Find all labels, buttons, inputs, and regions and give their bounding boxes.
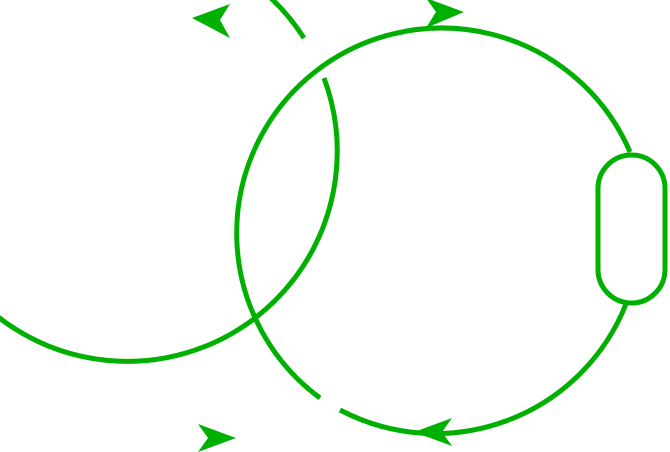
right-loop-upper-arc <box>234 25 633 401</box>
capsule-node <box>595 152 668 306</box>
left-loop <box>0 0 340 364</box>
right-loop-lower-arc <box>338 303 629 437</box>
right-loop-bottom-arrow <box>414 418 452 446</box>
left-loop-top-arrow <box>192 4 230 38</box>
left-loop-bottom-arrow <box>198 424 236 452</box>
right-loop-top-arrow <box>426 0 464 28</box>
